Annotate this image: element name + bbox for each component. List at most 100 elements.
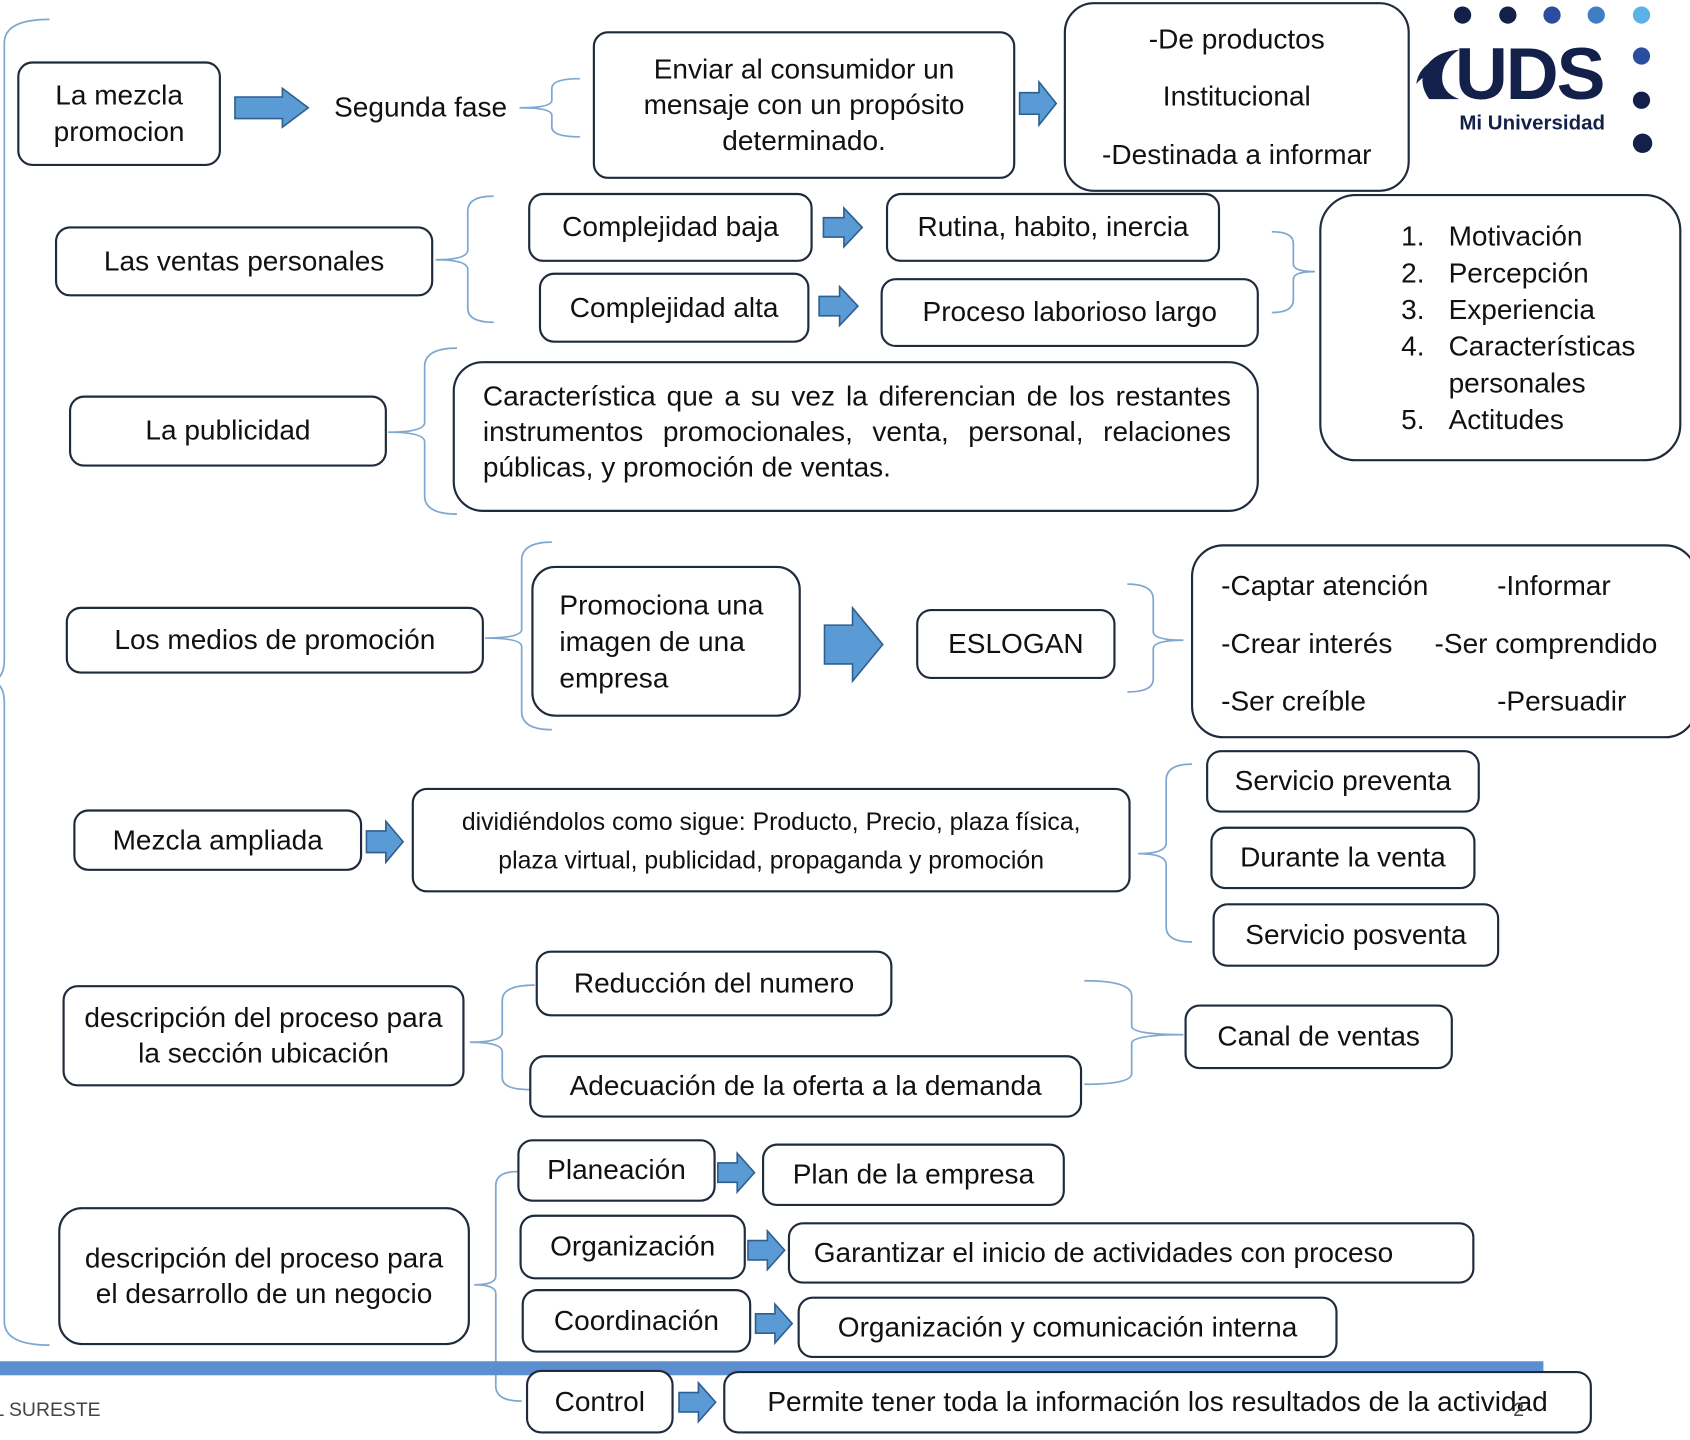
publicidad-box: La publicidad <box>68 395 387 467</box>
arrow-right-icon <box>234 86 310 129</box>
logo-dot <box>1632 6 1651 24</box>
step-result: Organización y comunicación interna <box>837 1310 1298 1343</box>
garantizar-box: Garantizar el inicio de actividades con … <box>787 1222 1475 1284</box>
logo-dot <box>1632 91 1651 109</box>
complejidad-alta-label: Complejidad alta <box>569 290 779 324</box>
rutina-box: Rutina, habito, inercia <box>885 192 1221 262</box>
mensaje-text: Enviar al consumidor un mensaje con un p… <box>643 52 965 157</box>
complejidad-alta-box: Complejidad alta <box>538 272 810 343</box>
logo-dot <box>1632 133 1653 154</box>
eslogan-box: ESLOGAN <box>916 608 1116 680</box>
logo-dot <box>1499 6 1517 24</box>
factor-item: 4.Características personales <box>1401 329 1636 399</box>
proceso-laborioso-label: Proceso laborioso largo <box>922 295 1217 329</box>
objetivos-box: -Captar atención -Informar -Crear interé… <box>1190 544 1690 739</box>
servicio-label: Servicio preventa <box>1234 764 1452 797</box>
negocio-label: descripción del proceso para el desarrol… <box>84 1241 444 1310</box>
step-result: Plan de la empresa <box>792 1157 1035 1191</box>
logo-dot <box>1453 6 1472 24</box>
canal-ventas-label: Canal de ventas <box>1217 1019 1420 1053</box>
step-label: Control <box>554 1384 645 1418</box>
objetivo-item: -Persuadir <box>1497 684 1627 717</box>
ampliada-description: dividiéndolos como sigue: Producto, Prec… <box>461 806 1081 874</box>
servicio-box: Durante la venta <box>1210 826 1476 890</box>
arrow-right-icon <box>823 605 884 684</box>
step-label: Organización <box>550 1230 716 1263</box>
logo-dot <box>1543 6 1561 24</box>
resultados-box: Permite tener toda la información los re… <box>723 1370 1592 1434</box>
logo-dot <box>1632 47 1651 65</box>
complejidad-baja-label: Complejidad baja <box>562 210 779 243</box>
planeacion-box: Planeación <box>517 1139 716 1202</box>
tipo-item: -Destinada a informar <box>1102 137 1372 170</box>
ventas-personales-box: Las ventas personales <box>54 226 434 297</box>
tipo-item: Institucional <box>1162 80 1311 113</box>
ubicacion-item-box: Adecuación de la oferta a la demanda <box>529 1055 1083 1118</box>
factor-item: 5.Actitudes <box>1401 403 1564 436</box>
objetivo-item: -Crear interés <box>1221 627 1393 660</box>
logo-dot <box>1587 6 1605 24</box>
canal-ventas-box: Canal de ventas <box>1184 1004 1453 1070</box>
mezcla-ampliada-box: Mezcla ampliada <box>73 809 363 871</box>
objetivo-item: -Informar <box>1497 569 1611 602</box>
step-label: Planeación <box>547 1153 686 1186</box>
eslogan-label: ESLOGAN <box>948 627 1084 660</box>
negocio-box: descripción del proceso para el desarrol… <box>58 1207 470 1346</box>
footer-text: L SURESTE <box>0 1398 101 1421</box>
ubicacion-label: descripción del proceso para la sección … <box>84 1000 443 1070</box>
coordinacion-box: Coordinación <box>521 1289 752 1353</box>
organizacion-box: Organización <box>519 1214 746 1280</box>
arrow-right-icon <box>747 1228 786 1272</box>
imagen-empresa-text: Promociona una imagen de una empresa <box>559 588 764 695</box>
arrow-right-icon <box>717 1151 756 1195</box>
control-box: Control <box>525 1369 674 1434</box>
objetivo-item: -Captar atención <box>1221 569 1429 602</box>
complejidad-baja-box: Complejidad baja <box>528 192 813 262</box>
logo-wings-icon <box>1416 49 1460 100</box>
mezcla-promocion-box: La mezcla promocion <box>17 61 221 166</box>
rutina-label: Rutina, habito, inercia <box>917 210 1189 243</box>
mezcla-ampliada-label: Mezcla ampliada <box>112 823 323 856</box>
factor-item: 3.Experiencia <box>1401 293 1595 326</box>
servicio-label: Durante la venta <box>1240 841 1446 874</box>
ventas-personales-label: Las ventas personales <box>103 244 385 277</box>
factores-list: 1.Motivación 2.Percepción 3.Experiencia … <box>1401 218 1653 438</box>
plan-empresa-box: Plan de la empresa <box>762 1143 1065 1207</box>
proceso-laborioso-box: Proceso laborioso largo <box>880 278 1259 348</box>
ampliada-description-box: dividiéndolos como sigue: Producto, Prec… <box>411 787 1131 893</box>
factores-box: 1.Motivación 2.Percepción 3.Experiencia … <box>1319 194 1682 462</box>
arrow-right-icon <box>365 819 405 865</box>
page-number: 2 <box>1513 1398 1525 1421</box>
factor-item: 1.Motivación <box>1401 219 1583 253</box>
imagen-empresa-box: Promociona una imagen de una empresa <box>531 565 801 717</box>
arrow-right-icon <box>1018 79 1058 128</box>
segunda-fase-label: Segunda fase <box>334 90 508 123</box>
servicio-box: Servicio preventa <box>1206 750 1480 813</box>
publicidad-description: Característica que a su vez la diferenci… <box>482 379 1231 483</box>
step-result: Permite tener toda la información los re… <box>767 1385 1548 1418</box>
mensaje-box: Enviar al consumidor un mensaje con un p… <box>592 31 1016 179</box>
logo-text: UDS <box>1455 33 1605 116</box>
ubicacion-item-box: Reducción del numero <box>535 950 893 1017</box>
mezcla-promocion-label: La mezcla promocion <box>53 78 185 148</box>
ubicacion-box: descripción del proceso para la sección … <box>62 985 465 1087</box>
objetivo-item: -Ser comprendido <box>1434 627 1658 660</box>
ubicacion-item: Adecuación de la oferta a la demanda <box>569 1069 1042 1102</box>
medios-promocion-box: Los medios de promoción <box>65 606 484 674</box>
arrow-right-icon <box>678 1380 717 1424</box>
logo-subtitle: Mi Universidad <box>1459 112 1606 135</box>
publicidad-label: La publicidad <box>145 414 311 447</box>
tipo-item: -De productos <box>1148 22 1325 55</box>
tipos-box: -De productos Institucional -Destinada a… <box>1063 2 1410 192</box>
publicidad-description-box: Característica que a su vez la diferenci… <box>452 361 1259 512</box>
factor-item: 2.Percepción <box>1401 256 1589 289</box>
objetivo-item: -Ser creíble <box>1221 684 1366 717</box>
comunicacion-box: Organización y comunicación interna <box>797 1296 1338 1359</box>
arrow-right-icon <box>754 1302 794 1346</box>
arrow-right-icon <box>822 205 864 249</box>
servicio-box: Servicio posventa <box>1212 903 1500 967</box>
servicio-label: Servicio posventa <box>1245 918 1467 951</box>
step-result: Garantizar el inicio de actividades con … <box>813 1236 1394 1269</box>
arrow-right-icon <box>818 284 860 328</box>
